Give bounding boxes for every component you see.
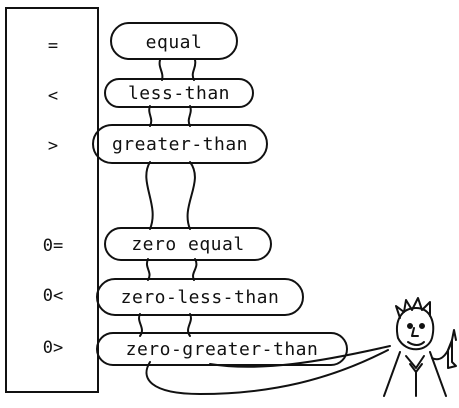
professor-illustration	[384, 298, 456, 396]
bubble-zero-less-than: zero-less-than	[96, 278, 304, 316]
label-zero-greater-than: zero-greater-than	[98, 339, 346, 360]
label-equal: equal	[112, 32, 236, 53]
bubble-zero-equal: zero equal	[104, 227, 272, 261]
bubble-greater-than: greater-than	[92, 124, 268, 164]
label-zero-less-than: zero-less-than	[98, 287, 302, 308]
bubble-zero-greater-than: zero-greater-than	[96, 332, 348, 366]
bubble-equal: equal	[110, 22, 238, 60]
symbol-less-than: <	[6, 86, 100, 106]
symbol-panel	[6, 8, 98, 392]
symbol-zero-less-than: 0<	[6, 286, 100, 306]
symbol-zero-equal: 0=	[6, 236, 100, 256]
symbol-equal: =	[6, 36, 100, 56]
label-zero-equal: zero equal	[106, 234, 270, 255]
label-less-than: less-than	[106, 83, 252, 104]
symbol-zero-greater-than: 0>	[6, 338, 100, 358]
symbol-greater-than: >	[6, 136, 100, 156]
label-greater-than: greater-than	[94, 134, 266, 155]
bubble-less-than: less-than	[104, 78, 254, 108]
